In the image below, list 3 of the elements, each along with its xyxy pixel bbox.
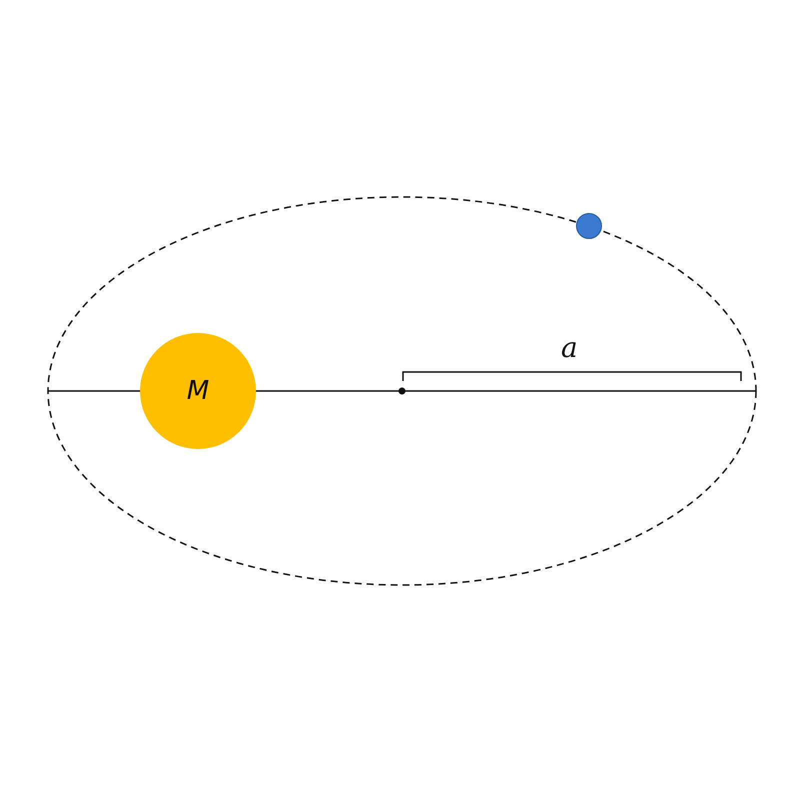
mass-label: M <box>186 376 210 406</box>
planet-circle <box>576 213 602 239</box>
semi-major-axis-label: a <box>561 331 578 364</box>
